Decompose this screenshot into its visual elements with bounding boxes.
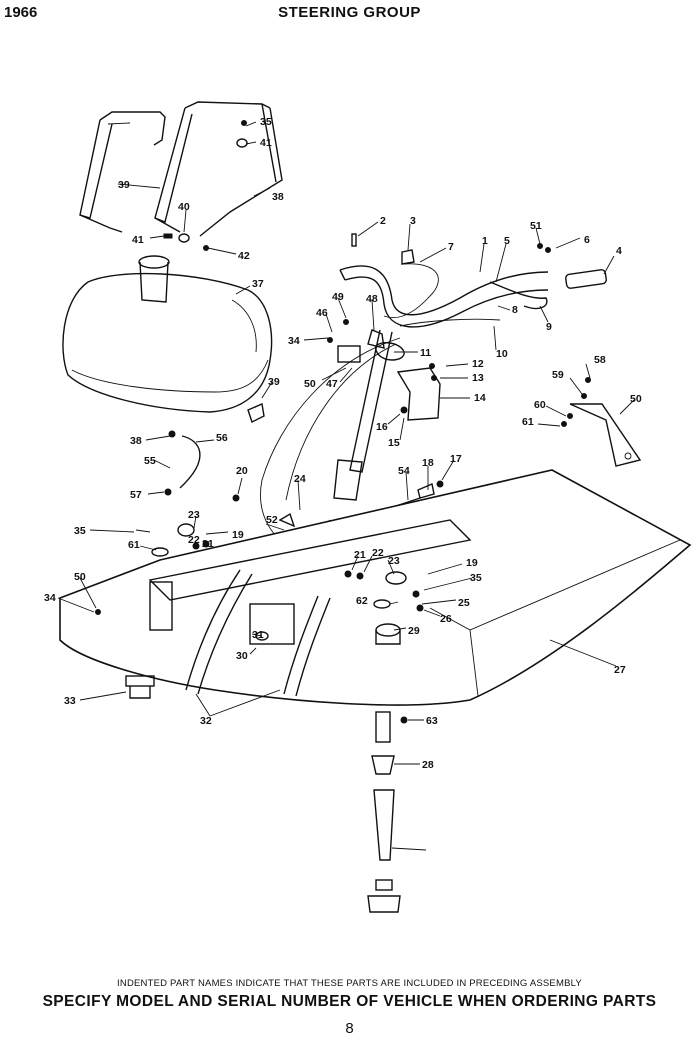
callout-49: 50 <box>630 393 642 405</box>
callout-25: 25 <box>458 597 470 609</box>
page-title: STEERING GROUP <box>278 4 421 21</box>
callout-51: 51 <box>530 220 542 232</box>
callout-42: 41 <box>132 234 144 246</box>
callout-19: 19 <box>466 557 478 569</box>
callout-41: 41 <box>260 137 272 149</box>
body-hull <box>59 469 692 706</box>
callout-6: 6 <box>584 234 590 246</box>
callout-61: 62 <box>356 595 368 607</box>
callout-27: 27 <box>614 664 626 676</box>
footer-instruction: SPECIFY MODEL AND SERIAL NUMBER OF VEHIC… <box>42 993 657 1010</box>
callout-34: 34 <box>44 592 56 604</box>
small-hardware <box>95 120 591 724</box>
callout-14: 14 <box>474 392 486 404</box>
callout-21: 21 <box>202 538 214 550</box>
callout-4: 4 <box>616 245 622 257</box>
callout-34: 34 <box>288 335 300 347</box>
callout-47: 48 <box>366 293 378 305</box>
callout-24: 24 <box>294 473 306 485</box>
callout-50: 50 <box>304 378 316 390</box>
fuel-tank <box>62 255 273 413</box>
header-year: 1966 <box>4 4 38 21</box>
callout-22: 22 <box>188 534 200 546</box>
callout-1: 1 <box>482 235 488 247</box>
callout-22: 22 <box>372 547 384 559</box>
leader-lines <box>57 121 635 851</box>
callout-10: 10 <box>496 348 508 360</box>
callout-38: 39 <box>268 376 280 388</box>
callout-12: 12 <box>472 358 484 370</box>
callout-9: 8 <box>512 304 518 316</box>
callout-39: 38 <box>272 191 284 203</box>
windshield-frame <box>79 101 283 237</box>
callout-62: 63 <box>426 715 438 727</box>
callout-50: 50 <box>74 571 86 583</box>
callout-labels: 35 41 39 38 40 41 42 2 3 7 1 5 51 6 4 37… <box>44 116 642 771</box>
callout-58: 59 <box>552 369 564 381</box>
callout-36: 37 <box>252 278 264 290</box>
callout-40: 39 <box>118 179 130 191</box>
callout-3: 3 <box>410 215 416 227</box>
callout-17: 17 <box>450 453 462 465</box>
callout-54: 55 <box>144 455 156 467</box>
callout-19: 19 <box>232 529 244 541</box>
footer-note: INDENTED PART NAMES INDICATE THAT THESE … <box>117 978 582 989</box>
callout-56: 57 <box>130 489 142 501</box>
callout-32: 32 <box>200 715 212 727</box>
callout-43: 35 <box>260 116 272 128</box>
callout-55: 56 <box>216 432 228 444</box>
callout-23: 23 <box>388 555 400 567</box>
callout-57: 58 <box>594 354 606 366</box>
callout-41: 40 <box>178 201 190 213</box>
skid-rails <box>185 569 331 697</box>
callout-52: 52 <box>266 514 278 526</box>
callout-20: 20 <box>236 465 248 477</box>
callout-44: 42 <box>238 250 250 262</box>
callout-23: 23 <box>188 509 200 521</box>
callout-35: 35 <box>470 572 482 584</box>
brackets <box>396 367 642 467</box>
callout-60: 61 <box>522 416 534 428</box>
callout-30: 30 <box>236 650 248 662</box>
callout-29: 29 <box>408 625 420 637</box>
callout-59: 60 <box>534 399 546 411</box>
callout-53: 54 <box>398 465 410 477</box>
callout-37: 38 <box>130 435 142 447</box>
callout-26: 26 <box>440 613 452 625</box>
callout-7: 7 <box>448 241 454 253</box>
callout-5: 5 <box>504 235 510 247</box>
callout-16: 16 <box>376 421 388 433</box>
callout-2: 2 <box>380 215 386 227</box>
callout-45: 46 <box>316 307 328 319</box>
callout-33: 33 <box>64 695 76 707</box>
callout-11: 11 <box>420 347 431 359</box>
steering-spindle <box>367 623 401 913</box>
callout-13: 13 <box>472 372 484 384</box>
callout-46: 47 <box>326 378 338 390</box>
callout-21: 21 <box>354 549 366 561</box>
callout-48: 49 <box>332 291 344 303</box>
callout-18: 18 <box>422 457 434 469</box>
callout-35: 35 <box>74 525 86 537</box>
callout-31: 31 <box>252 629 264 641</box>
callout-28: 28 <box>422 759 434 771</box>
callout-8: 9 <box>546 321 552 333</box>
page-number: 8 <box>345 1020 354 1037</box>
callout-61: 61 <box>128 539 140 551</box>
callout-15: 15 <box>388 437 400 449</box>
